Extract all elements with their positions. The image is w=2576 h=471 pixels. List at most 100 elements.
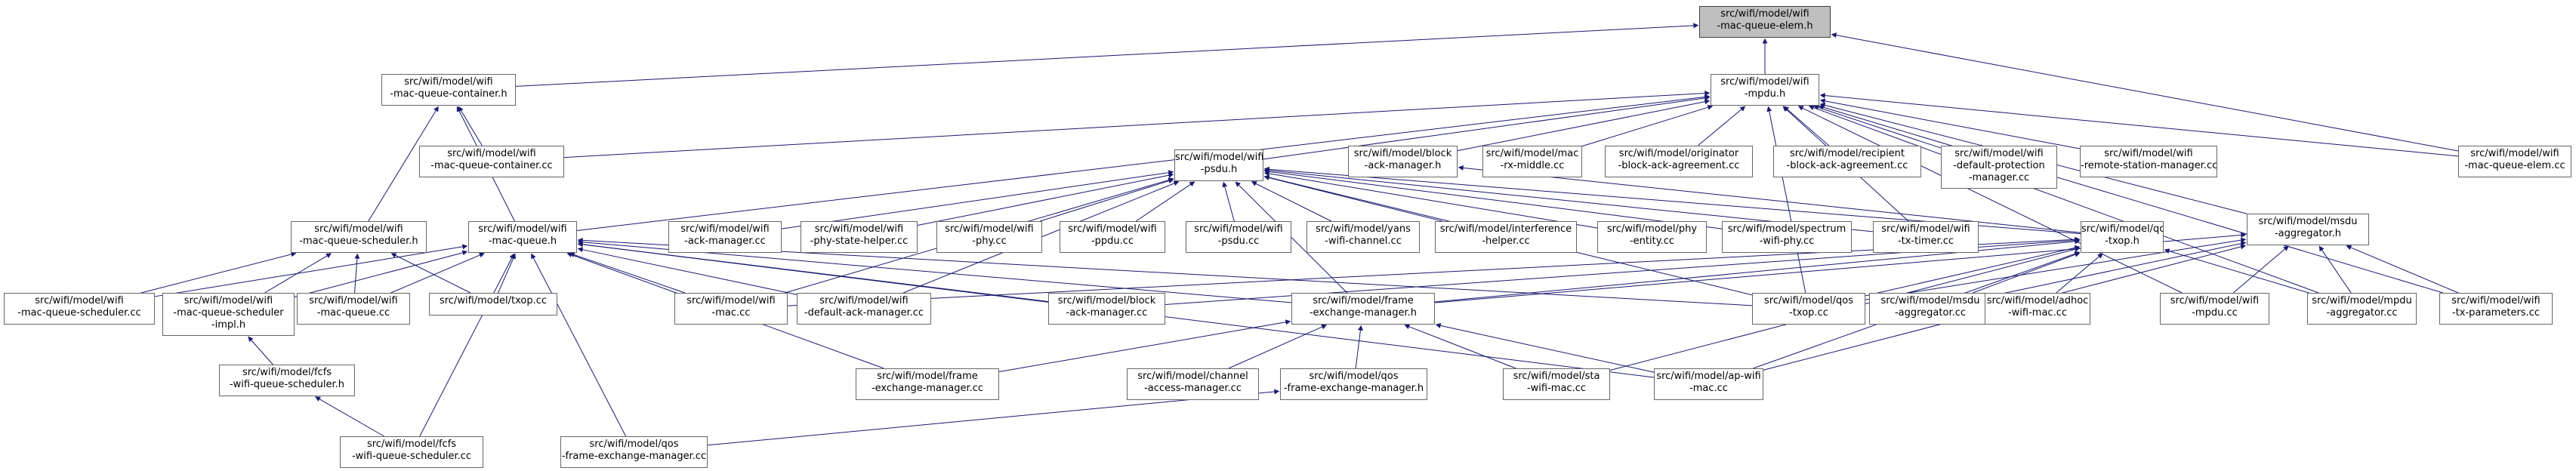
node-txt-cc[interactable]: src/wifi/model/wifi-tx-timer.cc [1873, 221, 1979, 253]
edge-mpdua_cc-to-qtx_h [2164, 248, 2309, 294]
edge-mqe_cc-to-mpdu_h [1819, 93, 2459, 157]
node-bam-h[interactable]: src/wifi/model/block-ack-manager.h [1348, 146, 1458, 177]
node-label-line: -wifi-mac.cc [2007, 307, 2068, 319]
node-label-line: src/wifi/model/qos [589, 439, 679, 450]
node-txop-cc[interactable]: src/wifi/model/txop.cc [429, 293, 557, 316]
node-psh-cc[interactable]: src/wifi/model/wifi-phy-state-helper.cc [801, 221, 918, 253]
node-bam-cc[interactable]: src/wifi/model/block-ack-manager.cc [1048, 293, 1165, 325]
node-qtx-cc[interactable]: src/wifi/model/qos-txop.cc [1752, 293, 1865, 325]
node-label-line: -rx-middle.cc [1500, 160, 1565, 171]
node-label-line: src/wifi/model/block [1353, 148, 1452, 159]
node-label-line: src/wifi/model/sta [1513, 371, 1600, 382]
node-sta-cc[interactable]: src/wifi/model/sta-wifi-mac.cc [1503, 368, 1610, 400]
node-fem-h[interactable]: src/wifi/model/frame-exchange-manager.h [1291, 293, 1435, 325]
edge-dam_cc-to-mq_h [577, 247, 797, 295]
edge-msdu_cc-to-msdu_h [1991, 241, 2247, 297]
node-txp-cc[interactable]: src/wifi/model/wifi-tx-parameters.cc [2439, 293, 2553, 325]
node-am-cc[interactable]: src/wifi/model/wifi-ack-manager.cc [668, 221, 782, 253]
node-phy-cc[interactable]: src/wifi/model/wifi-phy.cc [936, 221, 1042, 253]
edge-mq_cc-to-mqs_h [354, 253, 360, 294]
node-mq-h[interactable]: src/wifi/model/wifi-mac-queue.h [468, 221, 577, 253]
node-label-line: src/wifi/model/spectrum [1727, 223, 1846, 235]
node-label-line: -ack-manager.cc [1066, 307, 1148, 319]
node-mpdua-cc[interactable]: src/wifi/model/mpdu-aggregator.cc [2307, 293, 2417, 325]
node-label-line: src/wifi/model/originator [1618, 148, 1739, 159]
edge-mpdua_cc-to-msdu_h [2318, 245, 2352, 294]
edge-phy_cc-to-psdu_h [1040, 178, 1174, 222]
node-rsm-cc[interactable]: src/wifi/model/wifi-remote-station-manag… [2080, 146, 2217, 177]
node-label-line: src/wifi/model/wifi [478, 223, 567, 235]
node-mqs-cc[interactable]: src/wifi/model/wifi-mac-queue-scheduler.… [4, 293, 155, 325]
node-ppdu-cc[interactable]: src/wifi/model/wifi-ppdu.cc [1060, 221, 1165, 253]
node-fcfs-cc[interactable]: src/wifi/model/fcfs-wifi-queue-scheduler… [340, 436, 483, 468]
node-label-line: src/wifi/model/ap-wifi [1656, 371, 1761, 382]
node-rxm-cc[interactable]: src/wifi/model/mac-rx-middle.cc [1482, 146, 1582, 177]
node-label-line: src/wifi/model/msdu [1880, 295, 1980, 306]
root-node: src/wifi/model/wifi-mac-queue-elem.h [1699, 6, 1831, 38]
node-adhoc-cc[interactable]: src/wifi/model/adhoc-wifi-mac.cc [1985, 293, 2090, 325]
node-label-line: -block-ack-agreement.cc [1786, 160, 1908, 171]
node-mpdu-h[interactable]: src/wifi/model/wifi-mpdu.h [1711, 74, 1819, 106]
node-label-line: -phy.cc [972, 236, 1007, 247]
node-mpdu-cc[interactable]: src/wifi/model/wifi-mpdu.cc [2160, 293, 2269, 325]
edge-bam_h-to-mpdu_h [1457, 99, 1711, 152]
node-label-line: -frame-exchange-manager.cc [561, 451, 707, 462]
node-cam-cc[interactable]: src/wifi/model/channel-access-manager.cc [1127, 368, 1259, 400]
node-label-line: -wifi-queue-scheduler.h [229, 379, 344, 390]
node-mqc-h[interactable]: src/wifi/model/wifi-mac-queue-container.… [381, 74, 516, 106]
node-label-line: src/wifi/model/frame [1313, 295, 1414, 306]
node-oba-cc[interactable]: src/wifi/model/originator-block-ack-agre… [1605, 146, 1753, 177]
edge-mqs_cc-to-mq_h [154, 244, 468, 297]
node-label-line: src/wifi/model/recipient [1789, 148, 1905, 159]
node-rba-cc[interactable]: src/wifi/model/recipient-block-ack-agree… [1773, 146, 1921, 177]
node-dpm-cc[interactable]: src/wifi/model/wifi-default-protection-m… [1941, 146, 2057, 189]
node-label-line: src/wifi/model/phy [1606, 223, 1698, 235]
node-fem-cc[interactable]: src/wifi/model/frame-exchange-manager.cc [856, 368, 999, 400]
edge-mac_cc-to-qtx_h [787, 236, 2081, 306]
node-mqsi-h[interactable]: src/wifi/model/wifi-mac-queue-scheduler-… [162, 293, 295, 336]
node-label-line: src/wifi/model/wifi [1954, 148, 2044, 159]
node-qfem-cc[interactable]: src/wifi/model/qos-frame-exchange-manage… [560, 436, 708, 468]
edge-sta_cc-to-fem_h [1404, 324, 1516, 369]
node-label-line: src/wifi/model/wifi [2170, 295, 2260, 306]
node-mqe-cc[interactable]: src/wifi/model/wifi-mac-queue-elem.cc [2458, 146, 2571, 177]
node-mqc-cc[interactable]: src/wifi/model/wifi-mac-queue-container.… [419, 146, 564, 177]
node-label-line: -ack-manager.cc [684, 236, 766, 247]
node-fcfs-h[interactable]: src/wifi/model/fcfs-wifi-queue-scheduler… [219, 365, 355, 396]
node-label-line: -exchange-manager.h [1309, 307, 1418, 319]
edge-ywc_cc-to-psdu_h [1251, 181, 1332, 222]
node-mq-cc[interactable]: src/wifi/model/wifi-mac-queue.cc [297, 293, 410, 325]
node-dam-cc[interactable]: src/wifi/model/wifi-default-ack-manager.… [797, 293, 931, 325]
edge-mpdu_cc-to-msdu_h [2232, 245, 2289, 294]
node-label-line: src/wifi/model/wifi [1720, 76, 1809, 88]
node-mac-cc[interactable]: src/wifi/model/wifi-mac.cc [674, 293, 788, 325]
node-psdu-cc[interactable]: src/wifi/model/wifi-psdu.cc [1186, 221, 1291, 253]
edge-ap_cc-to-fem_h [1435, 322, 1655, 373]
node-label-line: -exchange-manager.cc [871, 383, 984, 394]
node-pe-cc[interactable]: src/wifi/model/phy-entity.cc [1597, 221, 1707, 253]
node-qtx-h[interactable]: src/wifi/model/qos-txop.h [2081, 221, 2164, 253]
node-msdu-h[interactable]: src/wifi/model/msdu-aggregator.h [2247, 214, 2369, 245]
node-label-line: -remote-station-manager.cc [2081, 160, 2217, 171]
node-label-line: -frame-exchange-manager.h [1283, 383, 1424, 394]
node-msdu-cc[interactable]: src/wifi/model/msdu-aggregator.cc [1869, 293, 1991, 325]
node-swp-cc[interactable]: src/wifi/model/spectrum-wifi-phy.cc [1722, 221, 1852, 253]
node-mqs-h[interactable]: src/wifi/model/wifi-mac-queue-scheduler.… [291, 221, 427, 253]
node-label-line: -mac-queue.cc [316, 307, 390, 319]
node-label-line: -default-protection [1953, 160, 2045, 171]
node-label-line: src/wifi/model/wifi [945, 223, 1034, 235]
node-label-line: -psdu.cc [1217, 236, 1260, 247]
edge-ih_cc-to-psdu_h [1263, 175, 1443, 222]
node-ap-cc[interactable]: src/wifi/model/ap-wifi-mac.cc [1654, 368, 1763, 400]
node-label-line: -ppdu.cc [1091, 236, 1134, 247]
node-label-line: src/wifi/model/wifi [1068, 223, 1157, 235]
node-label-line: -txop.h [2105, 236, 2139, 247]
node-psdu-h[interactable]: src/wifi/model/wifi-psdu.h [1174, 149, 1263, 181]
edge-mq_cc-to-mq_h [390, 252, 485, 294]
node-ih-cc[interactable]: src/wifi/model/interference-helper.cc [1435, 221, 1577, 253]
edge-rxm_cc-to-mpdu_h [1581, 104, 1714, 147]
node-qfem-h[interactable]: src/wifi/model/qos-frame-exchange-manage… [1280, 368, 1427, 400]
node-ywc-cc[interactable]: src/wifi/model/yans-wifi-channel.cc [1307, 221, 1420, 253]
edge-mpdu_cc-to-mpdu_h [1797, 106, 2183, 294]
node-label-line: src/wifi/model/qos [2081, 223, 2164, 235]
